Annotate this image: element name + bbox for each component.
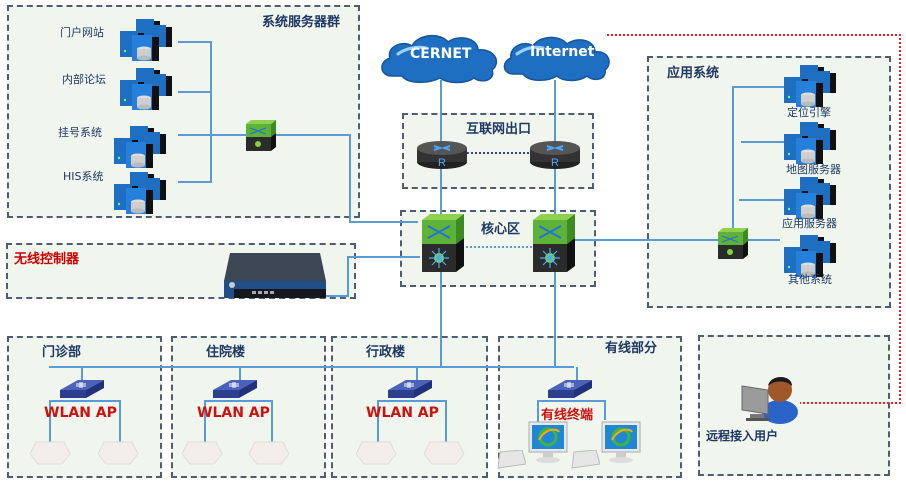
zone-title-wireless-controller: 无线控制器 xyxy=(14,252,80,267)
access-point-icon xyxy=(98,441,139,465)
link-app-positioning xyxy=(732,86,784,240)
app-label-app: 应用服务器 xyxy=(782,217,837,230)
zone-title-wired: 有线部分 xyxy=(605,341,658,356)
wireless-controller-appliance-icon xyxy=(224,253,326,298)
remote-user-label: 远程接入用户 xyxy=(706,429,779,443)
app-label-other: 其他系统 xyxy=(788,273,832,286)
zone-title-inpatient: 住院楼 xyxy=(206,345,246,360)
wlan-ap-label-admin: WLAN AP xyxy=(366,405,439,421)
svg-text:R: R xyxy=(438,157,446,169)
app-system-switch-icon xyxy=(718,228,748,259)
access-switch-outpatient-icon xyxy=(60,380,104,398)
wired-modem-icon xyxy=(497,450,526,469)
app-label-positioning: 定位引擎 xyxy=(787,106,831,119)
server-label-registration: 挂号系统 xyxy=(58,126,102,139)
link-remote-user xyxy=(607,34,901,404)
core-switch-2-icon xyxy=(533,214,575,272)
server-registration-icon xyxy=(114,126,166,168)
link-controller-core xyxy=(323,256,420,297)
app-label-map: 地图服务器 xyxy=(786,163,841,176)
wlan-ap-label-inpatient: WLAN AP xyxy=(197,405,270,421)
server-portal-icon xyxy=(120,19,172,61)
zone-title-internet-exit: 互联网出口 xyxy=(466,122,532,137)
server-label-his: HIS系统 xyxy=(63,170,104,183)
zone-title-core: 核心区 xyxy=(481,222,521,237)
app-server-positioning-icon xyxy=(784,65,836,107)
access-point-icon xyxy=(424,441,465,465)
zone-title-outpatient: 门诊部 xyxy=(42,345,82,360)
cloud-internet-label: Internet xyxy=(530,44,595,60)
wired-pc-ie-icon xyxy=(528,421,568,463)
link-portal xyxy=(178,41,212,183)
wired-modem-icon xyxy=(571,450,600,469)
cloud-cernet-icon xyxy=(381,34,498,84)
server-cluster-switch-icon xyxy=(246,120,276,151)
zone-title-app-system: 应用系统 xyxy=(667,66,720,81)
cloud-internet-icon xyxy=(503,36,610,82)
access-point-icon xyxy=(249,441,290,465)
app-server-map-icon xyxy=(784,122,836,164)
remote-user-icon xyxy=(741,377,798,424)
server-his-icon xyxy=(114,172,166,214)
wired-pc-ie-icon xyxy=(601,421,641,463)
access-point-icon xyxy=(182,441,223,465)
access-point-icon xyxy=(356,441,397,465)
cloud-cernet-label: CERNET xyxy=(410,46,472,62)
access-switch-inpatient-icon xyxy=(213,380,257,398)
router-internet-icon: R xyxy=(530,141,580,169)
link-registration-switch xyxy=(178,134,418,223)
zone-title-admin: 行政楼 xyxy=(366,345,406,360)
wired-terminal-label: 有线终端 xyxy=(541,408,594,423)
svg-text:R: R xyxy=(551,157,559,169)
server-forum-icon xyxy=(120,68,172,110)
zone-app-system xyxy=(647,56,891,308)
server-label-forum: 内部论坛 xyxy=(62,73,106,86)
access-switch-admin-icon xyxy=(388,380,432,398)
core-switch-1-icon xyxy=(422,214,464,272)
app-server-app-icon xyxy=(784,177,836,219)
wlan-ap-label-outpatient: WLAN AP xyxy=(44,405,117,421)
access-point-icon xyxy=(30,441,71,465)
app-server-other-icon xyxy=(784,235,836,277)
access-switch-wired-icon xyxy=(548,380,592,398)
router-cernet-icon: R xyxy=(417,141,467,169)
server-label-portal: 门户网站 xyxy=(60,26,104,39)
zone-title-server-cluster: 系统服务器群 xyxy=(262,15,341,30)
